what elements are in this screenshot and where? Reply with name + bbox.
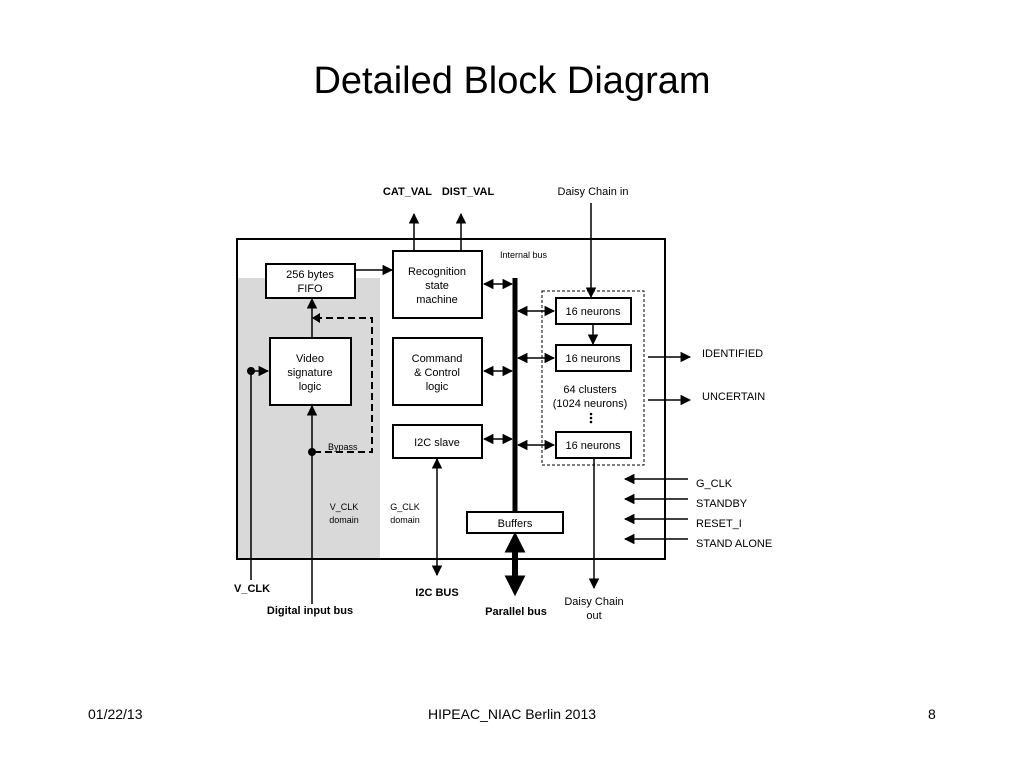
svg-text:I2C slave: I2C slave xyxy=(414,437,460,449)
fifo-block: 256 bytes FIFO xyxy=(265,263,356,299)
clusters-count-label: (1024 neurons) xyxy=(553,398,628,410)
i2c-bus-label: I2C BUS xyxy=(415,587,458,599)
svg-text:256 bytes: 256 bytes xyxy=(286,269,334,281)
identified-label: IDENTIFIED xyxy=(702,348,763,360)
bypass-arrowhead xyxy=(312,313,320,323)
svg-text:signature: signature xyxy=(287,367,332,379)
g-clk-label: G_CLK xyxy=(696,478,733,490)
daisy-chain-in-label: Daisy Chain in xyxy=(558,186,629,198)
svg-text:Command: Command xyxy=(412,353,463,365)
svg-text:logic: logic xyxy=(299,381,322,393)
vclk-domain-sublabel: domain xyxy=(329,515,359,525)
uncertain-label: UNCERTAIN xyxy=(702,391,765,403)
dist-val-label: DIST_VAL xyxy=(442,186,495,198)
v-clk-junction xyxy=(247,367,255,375)
footer-event: HIPEAC_NIAC Berlin 2013 xyxy=(427,706,597,722)
digital-input-label: Digital input bus xyxy=(267,605,353,617)
bypass-label: Bypass xyxy=(328,442,358,452)
vclk-domain-area xyxy=(238,278,380,558)
standby-label: STANDBY xyxy=(696,498,748,510)
daisy-out-sublabel: out xyxy=(586,610,601,622)
recognition-block: Recognition state machine xyxy=(392,250,483,319)
command-block: Command & Control logic xyxy=(392,337,483,406)
internal-bus-label: Internal bus xyxy=(500,250,548,260)
svg-text:16 neurons: 16 neurons xyxy=(565,353,621,365)
svg-text:Buffers: Buffers xyxy=(498,518,533,530)
svg-text:logic: logic xyxy=(426,381,449,393)
svg-text:& Control: & Control xyxy=(414,367,460,379)
svg-text:Recognition: Recognition xyxy=(408,266,466,278)
v-clk-label: V_CLK xyxy=(234,583,270,595)
clusters-label: 64 clusters xyxy=(563,384,617,396)
footer-page-number: 8 xyxy=(928,706,936,722)
footer-date: 01/22/13 xyxy=(88,706,143,722)
bypass-junction xyxy=(308,448,316,456)
cat-val-label: CAT_VAL xyxy=(383,186,432,198)
slide-title: Detailed Block Diagram xyxy=(313,60,711,102)
daisy-out-label: Daisy Chain xyxy=(564,596,623,608)
svg-text:16 neurons: 16 neurons xyxy=(565,440,621,452)
stand-alone-label: STAND ALONE xyxy=(696,538,772,550)
parallel-bus-label: Parallel bus xyxy=(485,606,547,618)
buffers-block: Buffers xyxy=(466,511,564,534)
svg-text:machine: machine xyxy=(416,294,458,306)
vclk-domain-label: V_CLK xyxy=(330,502,359,512)
i2c-slave-block: I2C slave xyxy=(392,424,483,459)
chip-outline xyxy=(236,238,666,560)
neurons-block-2: 16 neurons xyxy=(555,344,632,372)
gclk-domain-sublabel: domain xyxy=(390,515,420,525)
neuron-ellipsis xyxy=(589,412,593,424)
video-block: Video signature logic xyxy=(269,337,352,406)
neurons-block-1: 16 neurons xyxy=(555,297,632,325)
gclk-domain-label: G_CLK xyxy=(390,502,420,512)
neurons-block-3: 16 neurons xyxy=(555,431,632,459)
svg-text:state: state xyxy=(425,280,449,292)
reset-label: RESET_I xyxy=(696,518,742,530)
bypass-path xyxy=(314,317,373,453)
svg-text:Video: Video xyxy=(296,353,324,365)
svg-text:16 neurons: 16 neurons xyxy=(565,306,621,318)
svg-text:FIFO: FIFO xyxy=(297,283,322,295)
